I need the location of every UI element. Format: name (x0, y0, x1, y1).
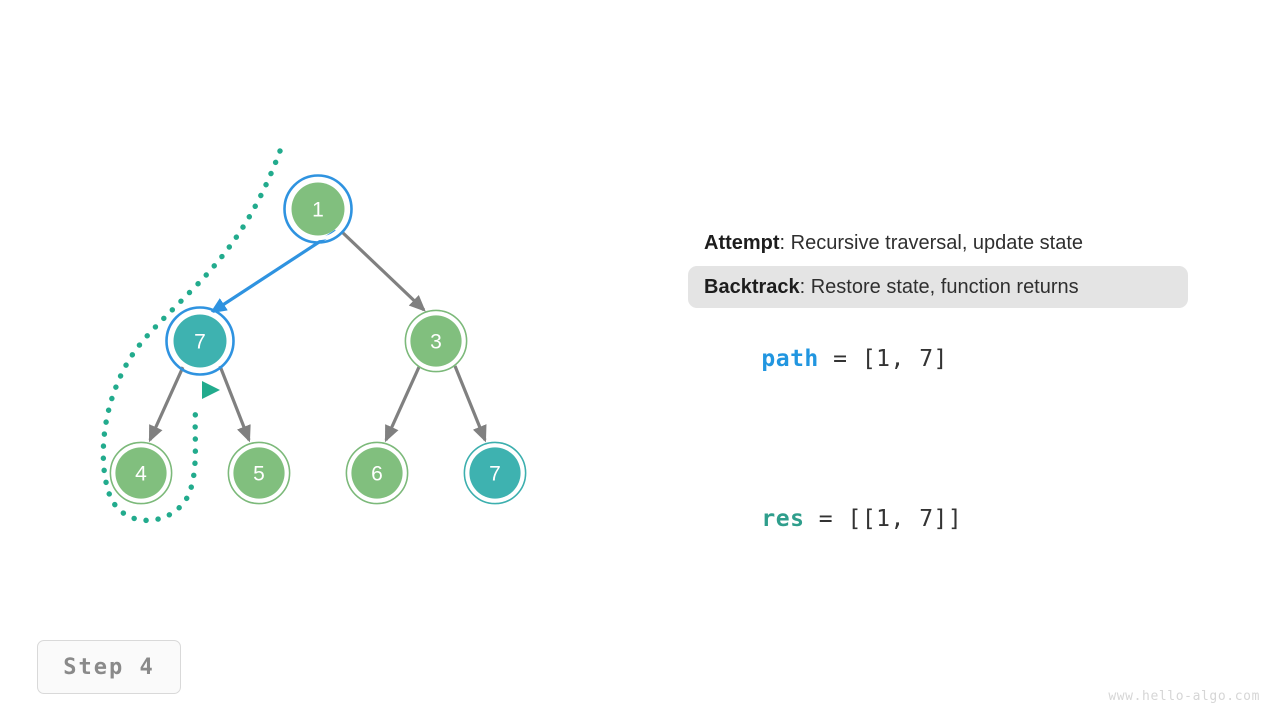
site-watermark: www.hello-algo.com (1108, 689, 1260, 704)
backtrack-dotted-path (100, 148, 283, 523)
info-row-attempt: Attempt: Recursive traversal, update sta… (688, 222, 1188, 264)
state-value-path: = [1, 7] (818, 346, 948, 372)
backtrack-triangle-marker (202, 381, 220, 399)
state-var-res: res (761, 506, 805, 532)
tree-node-4[interactable]: 4 (109, 441, 173, 505)
info-row-attempt-text: : Recursive traversal, update state (779, 232, 1084, 254)
tree-node-6-label: 6 (371, 463, 383, 486)
edge-3-to-6 (384, 366, 421, 443)
info-row-backtrack-text: : Restore state, function returns (799, 276, 1079, 298)
tree-nodes: 1 7 3 4 5 (109, 174, 527, 505)
edge-1-to-7 (209, 229, 337, 314)
tree-edges (148, 229, 487, 443)
tree-node-7-left[interactable]: 7 (165, 306, 235, 376)
tree-node-3-label: 3 (430, 331, 442, 354)
tree-node-3[interactable]: 3 (404, 309, 468, 373)
info-row-attempt-keyword: Attempt (704, 232, 780, 254)
edge-3-to-7 (453, 365, 487, 443)
edge-7-to-4 (148, 366, 185, 443)
tree-node-7-left-label: 7 (194, 331, 206, 354)
tree-node-5[interactable]: 5 (227, 441, 291, 505)
step-badge: Step 4 (37, 640, 181, 694)
state-value-res: = [[1, 7]] (804, 506, 963, 532)
tree-node-1-label: 1 (312, 199, 324, 222)
info-row-backtrack: Backtrack: Restore state, function retur… (688, 266, 1188, 308)
edge-7-to-5 (218, 365, 251, 443)
tree-node-6[interactable]: 6 (345, 441, 409, 505)
tree-node-7-right[interactable]: 7 (463, 441, 527, 505)
tree-node-1[interactable]: 1 (283, 174, 353, 244)
tree-node-4-label: 4 (135, 463, 147, 486)
edge-1-to-3 (340, 230, 426, 312)
tree-node-5-label: 5 (253, 463, 265, 486)
state-line-res: res = [[1, 7]] (688, 480, 1188, 558)
info-row-backtrack-keyword: Backtrack (704, 276, 800, 298)
state-var-path: path (761, 346, 819, 372)
binary-tree-diagram: 1 7 3 4 5 (100, 148, 527, 523)
tree-node-7-right-label: 7 (489, 463, 501, 486)
info-panel: Attempt: Recursive traversal, update sta… (688, 222, 1188, 558)
state-line-path: path = [1, 7] (688, 320, 1188, 398)
